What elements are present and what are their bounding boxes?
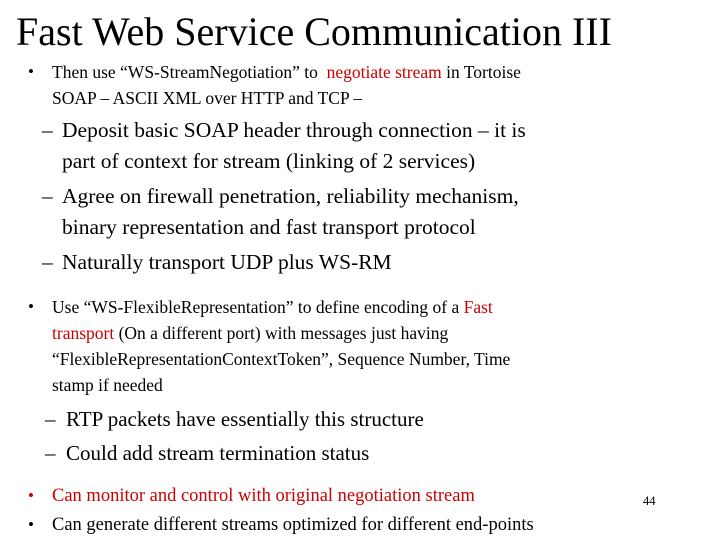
text-segment: (On a different port) with messages just… — [114, 323, 449, 343]
sub-bullet-text-line: binary representation and fast transport… — [62, 215, 476, 239]
sub-bullet-text-line: Could add stream termination status — [66, 441, 370, 465]
text-segment: in Tortoise — [441, 62, 521, 82]
bullet-item-stream-negotiation: • Then use “WS-StreamNegotiation” to neg… — [28, 59, 700, 111]
sub-bullet-item-deposit: – Deposit basic SOAP header through conn… — [42, 115, 720, 177]
text-segment: Then use “WS-StreamNegotiation” to — [52, 62, 327, 82]
text-segment-red: transport — [52, 323, 115, 343]
dash-icon: – — [45, 407, 56, 431]
text-segment: Use “WS-FlexibleRepresentation” to defin… — [52, 297, 464, 317]
bullet-text-line: Use “WS-FlexibleRepresentation” to defin… — [52, 294, 700, 320]
sub-bullet-item-termination: – Could add stream termination status — [45, 438, 720, 469]
bullet-text-line: transport (On a different port) with mes… — [52, 320, 700, 346]
bullet-icon: • — [28, 297, 34, 316]
bullet-text-line: Can generate different streams optimized… — [52, 515, 534, 535]
bullet-icon: • — [28, 62, 34, 81]
dash-icon: – — [42, 250, 53, 274]
bullet-icon: • — [28, 515, 34, 534]
bullet-text-line: “FlexibleRepresentationContextToken”, Se… — [52, 349, 511, 369]
sub-bullet-text-line: Naturally transport UDP plus WS-RM — [62, 250, 392, 274]
dash-icon: – — [42, 184, 53, 208]
slide-page-number: 44 — [643, 494, 656, 508]
bullet-text-line: Then use “WS-StreamNegotiation” to negot… — [52, 59, 700, 85]
bullet-text-line: stamp if needed — [52, 375, 163, 395]
bullet-item-flexible-representation: • Use “WS-FlexibleRepresentation” to def… — [28, 294, 700, 398]
sub-bullet-item-rtp: – RTP packets have essentially this stru… — [45, 404, 720, 435]
dash-icon: – — [42, 118, 53, 142]
page-title: Fast Web Service Communication III — [16, 9, 612, 54]
dash-icon: – — [45, 441, 56, 465]
sub-bullet-text-line: part of context for stream (linking of 2… — [62, 149, 476, 173]
sub-bullet-text-line: Deposit basic SOAP header through connec… — [62, 118, 526, 142]
bullet-icon: • — [28, 486, 34, 505]
sub-bullet-text-line: Agree on firewall penetration, reliabili… — [62, 184, 519, 208]
text-segment-red: Fast — [463, 297, 493, 317]
bullet-text-line: Can monitor and control with original ne… — [52, 486, 475, 506]
bullet-item-generate-streams: • Can generate different streams optimiz… — [28, 512, 700, 538]
sub-bullet-item-naturally: – Naturally transport UDP plus WS-RM — [42, 247, 720, 278]
bullet-item-monitor-control: • Can monitor and control with original … — [28, 483, 700, 509]
text-segment-red: negotiate stream — [326, 62, 442, 82]
sub-bullet-text-line: RTP packets have essentially this struct… — [66, 407, 424, 431]
sub-bullet-item-agree: – Agree on firewall penetration, reliabi… — [42, 181, 720, 243]
bullet-text-line: SOAP – ASCII XML over HTTP and TCP – — [52, 88, 363, 108]
